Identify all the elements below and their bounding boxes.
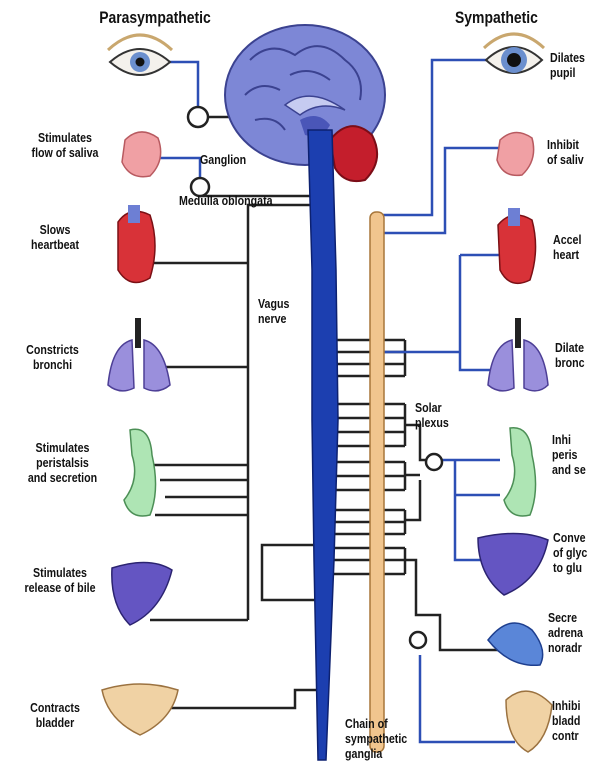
para-effect-peristalsis: Stimulates peristalsis and secretion [11,440,114,485]
heart-right [498,208,536,283]
liver-right [478,533,548,595]
salivary-gland-right [497,132,534,175]
symp-effect-pupil: Dilates pupil [550,50,585,80]
symp-effect-peristalsis: Inhi peris and se [552,432,586,477]
ciliary-ganglion [188,107,208,127]
medulla-label: Medulla oblongata [179,193,273,208]
para-effect-bile: Stimulates release of bile [11,565,109,595]
para-effect-heart: Slows heartbeat [10,222,100,252]
celiac-ganglion [426,454,442,470]
saliva-line [378,148,500,233]
eye-left [108,35,172,75]
symp-effect-glucose: Conve of glyc to glu [553,530,587,575]
eye-nerve-line [170,62,198,107]
liver-left [112,562,172,625]
parasympathetic-heading: Parasympathetic [77,8,233,28]
stomach-right [504,428,536,516]
lungs-left [108,318,170,391]
solar-plexus-label: Solar plexus [415,400,449,430]
para-effect-bronchi: Constricts bronchi [9,342,95,372]
ganglion-label: Ganglion [200,152,246,167]
symp-effect-bronchi: Dilate bronc [555,340,585,370]
chain-label: Chain of sympathetic ganglia [345,716,407,761]
adrenal-right [488,623,543,665]
heart-lung-line [378,255,500,370]
sympathetic-heading: Sympathetic [455,8,570,28]
cerebellum [330,126,377,181]
heart-left [118,205,155,283]
symp-effect-heart: Accel heart [553,232,581,262]
para-effect-saliva: Stimulates flow of saliva [12,130,119,160]
spinal-cord [308,130,338,760]
ganglia-connections [330,340,405,574]
eye-right [484,34,544,73]
symp-effect-saliva: Inhibit of saliv [547,137,584,167]
lungs-right [488,318,548,391]
salivary-gland-left [122,132,161,177]
para-effect-bladder: Contracts bladder [10,700,100,730]
stomach-left [124,429,156,516]
pupil-line [378,60,492,215]
symp-effect-adrenaline: Secre adrena noradr [548,610,583,655]
bladder-line [420,655,515,742]
vagus-label: Vagus nerve [258,296,289,326]
inferior-mesenteric-ganglion [410,632,426,648]
sympathetic-chain [370,212,384,752]
bladder-left [102,684,178,735]
vagus-trunk [248,205,318,620]
symp-effect-bladder: Inhibi bladd contr [552,698,580,743]
